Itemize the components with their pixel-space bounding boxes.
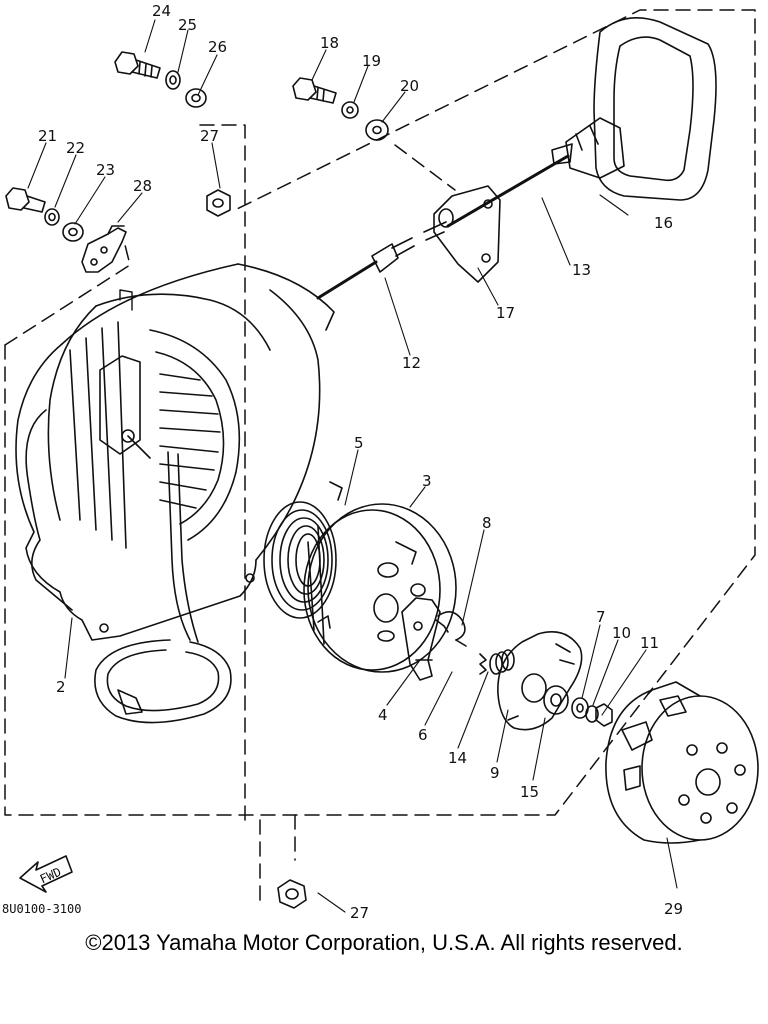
washer-20	[365, 119, 389, 141]
callout-24: 24	[152, 2, 171, 20]
callout-18: 18	[320, 34, 339, 52]
callout-25: 25	[178, 16, 197, 34]
fwd-arrow-icon: FWD	[19, 855, 73, 893]
bolt-24	[114, 51, 161, 79]
drawing-code: 8U0100-3100	[2, 902, 81, 916]
lock-washer-25	[165, 70, 181, 90]
pawl-4	[401, 597, 441, 681]
callout-12: 12	[402, 354, 421, 372]
callout-9: 9	[490, 764, 500, 782]
callout-15: 15	[520, 783, 539, 801]
callout-7: 7	[596, 608, 606, 626]
callout-29: 29	[664, 900, 683, 918]
nut-11	[595, 703, 613, 727]
nut-27-lower	[277, 879, 307, 909]
washer-23	[62, 222, 84, 242]
callout-28: 28	[133, 177, 152, 195]
nut-27-upper	[206, 189, 231, 217]
assembly-boundary	[4, 9, 756, 901]
pawl-spring-8	[435, 611, 467, 647]
spiral-spring-5	[263, 481, 343, 619]
callout-5: 5	[354, 434, 364, 452]
callout-4: 4	[378, 706, 388, 724]
callout-13: 13	[572, 261, 591, 279]
callout-20: 20	[400, 77, 419, 95]
callout-6: 6	[418, 726, 428, 744]
sheave-drum-3	[303, 503, 457, 673]
spring-6	[479, 653, 487, 675]
callout-10: 10	[612, 624, 631, 642]
bolt-18	[292, 77, 337, 104]
callout-numbers: 24 25 26 18 19 20 21 22 23 28 27 16 13 1…	[2, 2, 683, 922]
washer-26	[185, 88, 207, 108]
callout-8: 8	[482, 514, 492, 532]
spring-14	[489, 649, 515, 675]
drive-plate-9	[497, 631, 583, 731]
washer-15	[543, 685, 569, 715]
cord-loop	[94, 451, 232, 724]
callout-26: 26	[208, 38, 227, 56]
lock-washer-22	[44, 208, 60, 226]
callout-14: 14	[448, 749, 467, 767]
fan-housing-case-2	[15, 263, 335, 641]
callout-19: 19	[362, 52, 381, 70]
copyright-notice: ©2013 Yamaha Motor Corporation, U.S.A. A…	[85, 930, 683, 955]
rope-guide-17	[423, 185, 501, 283]
callout-27-upper: 27	[200, 127, 219, 145]
bracket-28	[81, 225, 127, 273]
starter-rope-13	[446, 143, 573, 228]
starter-pulley-29	[605, 681, 759, 844]
callout-22: 22	[66, 139, 85, 157]
handle-16	[565, 16, 717, 201]
callout-23: 23	[96, 161, 115, 179]
callout-27-lower: 27	[350, 904, 369, 922]
callout-11: 11	[640, 634, 659, 652]
bolt-21	[5, 187, 46, 213]
callout-17: 17	[496, 304, 515, 322]
lock-washer-19	[341, 101, 359, 119]
callout-2: 2	[56, 678, 66, 696]
callout-16: 16	[654, 214, 673, 232]
callout-3: 3	[422, 472, 432, 490]
callout-21: 21	[38, 127, 57, 145]
rope-guide-cable-12	[316, 237, 415, 300]
leader-lines	[27, 19, 678, 913]
washer-10	[585, 705, 599, 723]
